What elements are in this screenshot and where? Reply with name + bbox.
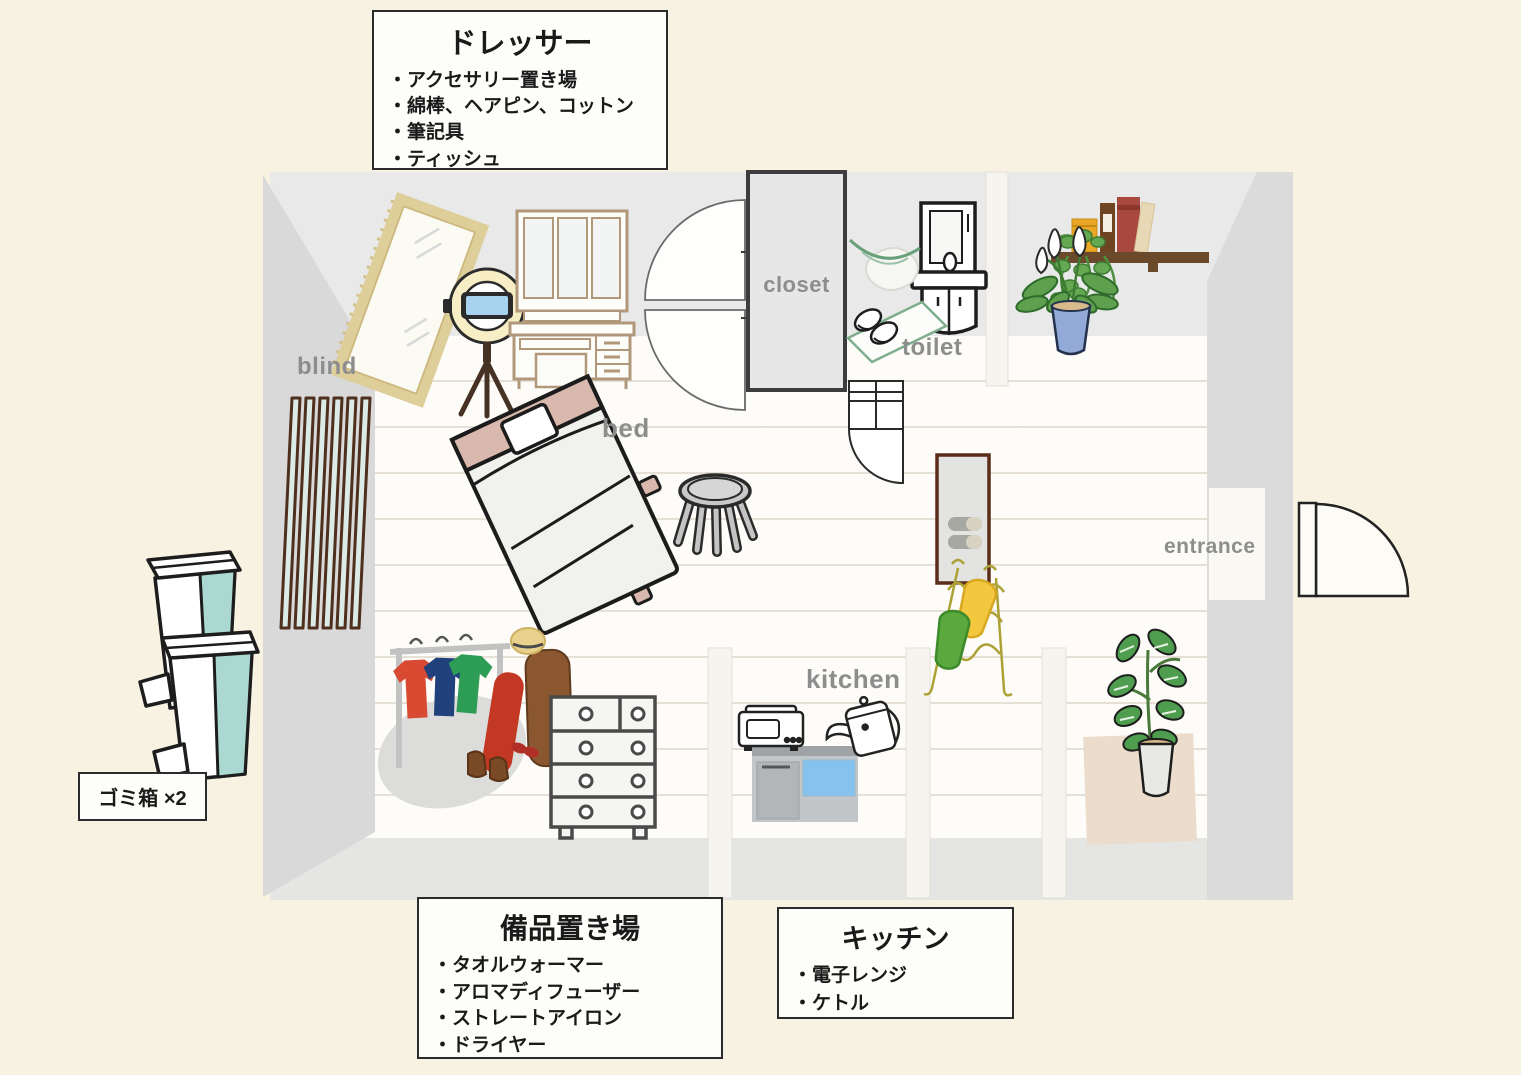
ring-light xyxy=(443,267,531,419)
trash-annotation-box: ゴミ箱 ×2 xyxy=(78,772,207,821)
legend-item: ・ドライヤー xyxy=(433,1034,547,1056)
label-kitchen: kitchen xyxy=(806,664,901,694)
legend-item: ・綿棒、ヘアピン、コットン xyxy=(388,96,634,118)
trash-box-label: ゴミ箱 ×2 xyxy=(98,788,187,810)
trash-bins xyxy=(138,550,260,782)
vertical-blind xyxy=(279,396,372,630)
legend-item: ・電子レンジ xyxy=(793,965,908,986)
entrance-door xyxy=(1297,501,1410,598)
kitchen-counter xyxy=(752,746,858,822)
partition-walls xyxy=(707,171,1067,899)
stool xyxy=(673,473,758,557)
legend-item: ・ティッシュ xyxy=(388,148,501,170)
label-closet: closet xyxy=(763,272,830,297)
entrance-plant xyxy=(1107,628,1187,798)
legend-item: ・アクセサリー置き場 xyxy=(388,70,578,91)
label-blind: blind xyxy=(297,353,357,380)
toaster-oven xyxy=(737,704,805,751)
closet xyxy=(741,170,847,392)
legend-item: ・筆記具 xyxy=(388,122,465,144)
closet-door-arcs xyxy=(644,199,746,411)
bottom-wall xyxy=(270,838,1293,900)
dresser-vanity xyxy=(508,209,636,389)
kitchen-annotation-box: キッチン ・電子レンジ ・ケトル xyxy=(777,907,1014,1019)
legend-item: ・ストレートアイロン xyxy=(433,1008,623,1030)
green-slipper xyxy=(934,609,971,670)
label-bed: bed xyxy=(602,413,650,443)
toilet-door xyxy=(847,380,904,485)
toilet-slippers xyxy=(853,308,899,345)
label-toilet: toilet xyxy=(902,334,963,361)
kettle xyxy=(825,695,901,757)
supplies-annotation-box: 備品置き場 ・タオルウォーマー ・アロマディフューザー ・ストレートアイロン ・… xyxy=(417,897,723,1059)
legend-item: ・アロマディフューザー xyxy=(433,981,641,1003)
label-entrance: entrance xyxy=(1164,535,1256,558)
entrance-opening xyxy=(1209,488,1265,600)
kitchen-box-title: キッチン xyxy=(841,924,950,954)
wood-floor xyxy=(340,336,1212,844)
legend-item: ・タオルウォーマー xyxy=(433,955,605,976)
legend-item: ・ケトル xyxy=(793,992,870,1014)
shoes xyxy=(467,742,539,782)
chest-of-drawers xyxy=(549,695,657,840)
supplies-box-title: 備品置き場 xyxy=(499,913,640,944)
peace-lily-plant xyxy=(1015,226,1119,356)
dresser-annotation-box: ドレッサー ・アクセサリー置き場 ・綿棒、ヘアピン、コットン ・筆記具 ・ティッ… xyxy=(372,10,668,170)
dresser-box-title: ドレッサー xyxy=(447,28,593,60)
toilet-bowl xyxy=(848,238,921,291)
bed xyxy=(449,373,679,635)
